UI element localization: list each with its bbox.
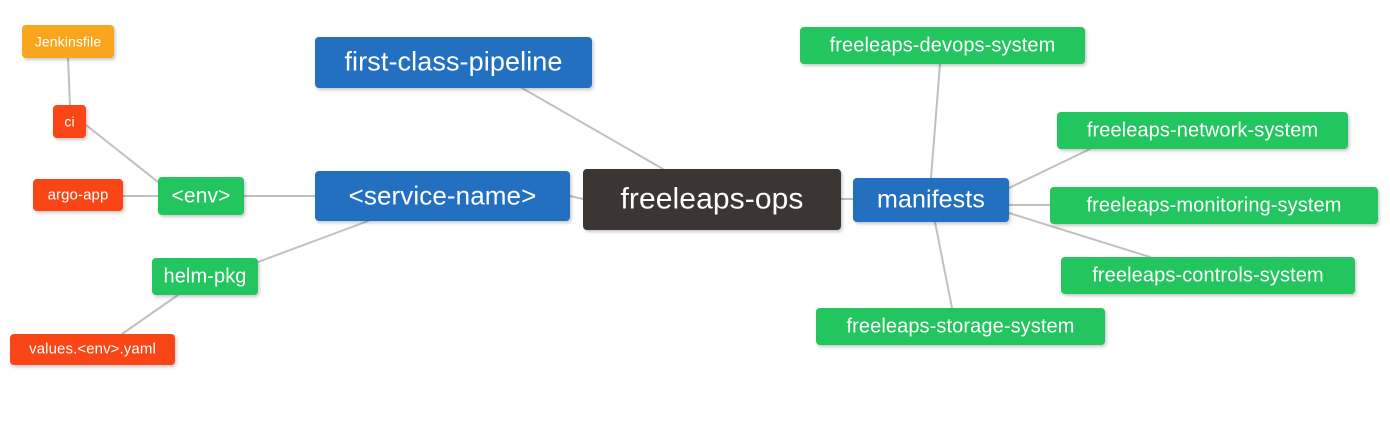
- node-freeleaps-storage-system[interactable]: freeleaps-storage-system: [816, 308, 1105, 345]
- node-service-name[interactable]: <service-name>: [315, 171, 570, 221]
- node-label-freeleaps-network-system: freeleaps-network-system: [1086, 119, 1319, 141]
- node-freeleaps-controls-system[interactable]: freeleaps-controls-system: [1061, 257, 1355, 294]
- edge-service-name-to-helm-pkg: [257, 220, 369, 263]
- node-label-ci: ci: [64, 113, 75, 129]
- node-label-env: <env>: [171, 184, 231, 207]
- node-ci[interactable]: ci: [53, 105, 86, 138]
- node-label-freeleaps-controls-system: freeleaps-controls-system: [1092, 264, 1324, 286]
- node-label-freeleaps-monitoring-system: freeleaps-monitoring-system: [1086, 194, 1342, 216]
- node-label-freeleaps-devops-system: freeleaps-devops-system: [829, 34, 1056, 56]
- node-freeleaps-network-system[interactable]: freeleaps-network-system: [1057, 112, 1348, 149]
- node-first-class-pipeline[interactable]: first-class-pipeline: [315, 37, 592, 88]
- node-label-jenkinsfile: Jenkinsfile: [34, 33, 102, 49]
- node-argo-app[interactable]: argo-app: [33, 179, 123, 211]
- node-label-freeleaps-storage-system: freeleaps-storage-system: [846, 315, 1075, 337]
- node-label-first-class-pipeline: first-class-pipeline: [344, 46, 563, 77]
- node-label-freeleaps-ops: freeleaps-ops: [620, 182, 804, 215]
- edge-ci-to-env: [85, 124, 159, 183]
- edge-manifests-to-freeleaps-devops-system: [930, 63, 941, 179]
- node-label-helm-pkg: helm-pkg: [163, 265, 247, 287]
- node-label-values-env-yaml: values.<env>.yaml: [29, 340, 156, 358]
- node-freeleaps-devops-system[interactable]: freeleaps-devops-system: [800, 27, 1085, 64]
- node-jenkinsfile[interactable]: Jenkinsfile: [22, 25, 114, 58]
- node-freeleaps-monitoring-system[interactable]: freeleaps-monitoring-system: [1050, 187, 1378, 224]
- edge-service-name-to-freeleaps-ops: [569, 195, 584, 200]
- node-helm-pkg[interactable]: helm-pkg: [152, 258, 258, 295]
- edge-manifests-to-freeleaps-network-system: [1008, 148, 1091, 189]
- node-values-env-yaml[interactable]: values.<env>.yaml: [10, 334, 175, 365]
- node-freeleaps-ops[interactable]: freeleaps-ops: [583, 169, 841, 230]
- node-label-argo-app: argo-app: [47, 186, 109, 203]
- node-label-service-name: <service-name>: [348, 180, 537, 211]
- node-label-manifests: manifests: [877, 185, 985, 213]
- node-manifests[interactable]: manifests: [853, 178, 1009, 222]
- edge-manifests-to-freeleaps-storage-system: [934, 221, 953, 309]
- edge-helm-pkg-to-values-env-yaml: [121, 294, 179, 335]
- edge-jenkinsfile-to-ci: [67, 57, 71, 106]
- node-env[interactable]: <env>: [158, 177, 244, 215]
- edge-first-class-pipeline-to-freeleaps-ops: [521, 87, 664, 170]
